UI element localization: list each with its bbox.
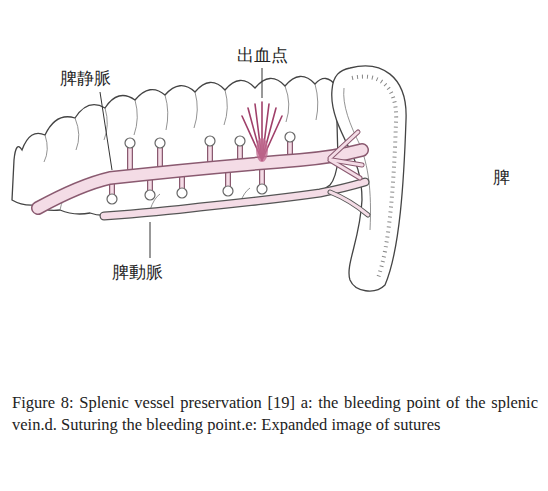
spleen-outline <box>332 66 406 291</box>
figure-caption: Figure 8: Splenic vessel preservation [1… <box>12 392 538 436</box>
vein-label: 脾静脈 <box>60 68 111 88</box>
splenic-artery <box>104 182 368 216</box>
leader-lines <box>100 68 262 258</box>
splenic-vein <box>38 132 362 208</box>
spleen-label: 脾 <box>493 167 510 187</box>
vein-branch-bulbs <box>107 132 295 204</box>
bleeding-blob <box>256 138 268 162</box>
artery-label: 脾動脈 <box>112 262 163 282</box>
bleeding-point-label: 出血点 <box>237 45 288 65</box>
